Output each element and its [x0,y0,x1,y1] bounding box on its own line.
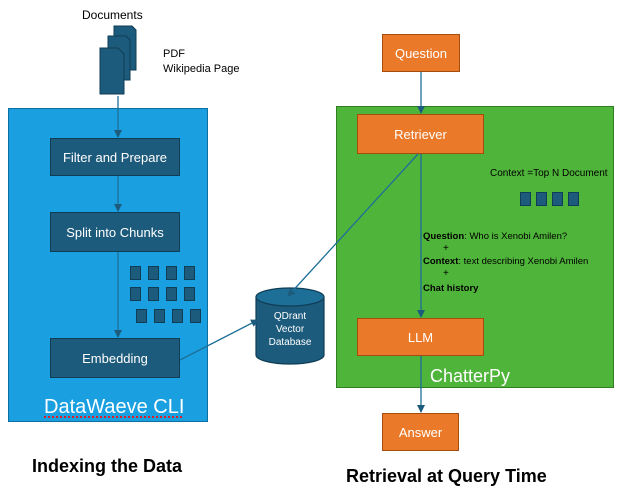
retriever-box: Retriever [357,114,484,154]
indexing-panel-title: DataWaeve CLI [44,396,185,418]
document-chunk-icon [520,192,531,206]
prompt-question-line: Question: Who is Xenobi Amilen? [423,231,567,242]
prompt-context-label: Context [423,256,459,267]
prompt-plus-1: + [443,243,449,254]
chunk-icon [166,266,177,280]
database-line-1: QDrant [273,311,307,322]
document-stack-icon [99,25,137,95]
chunk-icon [190,309,201,323]
retrieval-panel-title: ChatterPy [430,366,511,386]
llm-box: LLM [357,318,484,356]
prompt-context-line: Context: text describing Xenobi Amilen [423,256,588,267]
answer-box: Answer [382,413,459,451]
document-type-wikipedia: Wikipedia Page [163,63,240,75]
database-label: QDrant Vector Database [254,310,326,349]
context-note: Context =Top N Document [490,168,608,179]
prompt-plus-2: + [443,268,449,279]
chunk-icon [130,266,141,280]
prompt-context-text: : text describing Xenobi Amilen [458,256,589,267]
database-line-2: Vector [275,324,305,335]
prompt-history-line: Chat history [423,283,478,294]
chunk-icon [184,266,195,280]
document-chunk-icon [552,192,563,206]
chunk-icon [130,287,141,301]
chunk-icon [148,266,159,280]
chunk-icon [184,287,195,301]
prompt-question-label: Question [423,231,465,242]
embedding-step: Embedding [50,338,180,378]
filter-and-prepare-step: Filter and Prepare [50,138,180,176]
chunk-icon [154,309,165,323]
chunk-icon [172,309,183,323]
chunk-icon [148,287,159,301]
chunk-icon [166,287,177,301]
database-line-3: Database [268,337,312,348]
indexing-caption: Indexing the Data [32,456,183,476]
document-chunk-icon [568,192,579,206]
database-cylinder-icon [255,287,325,365]
arrow-retriever-to-database [287,153,419,297]
retrieval-caption: Retrieval at Query Time [346,466,547,486]
arrow-embedding-to-database [179,319,259,361]
chunk-icon [136,309,147,323]
document-type-pdf: PDF [163,48,185,60]
prompt-history-label: Chat history [423,283,479,294]
question-box: Question [382,34,460,72]
prompt-question-text: : Who is Xenobi Amilen? [464,231,568,242]
document-chunk-icon [536,192,547,206]
split-into-chunks-step: Split into Chunks [50,212,180,252]
documents-label: Documents [82,8,143,22]
